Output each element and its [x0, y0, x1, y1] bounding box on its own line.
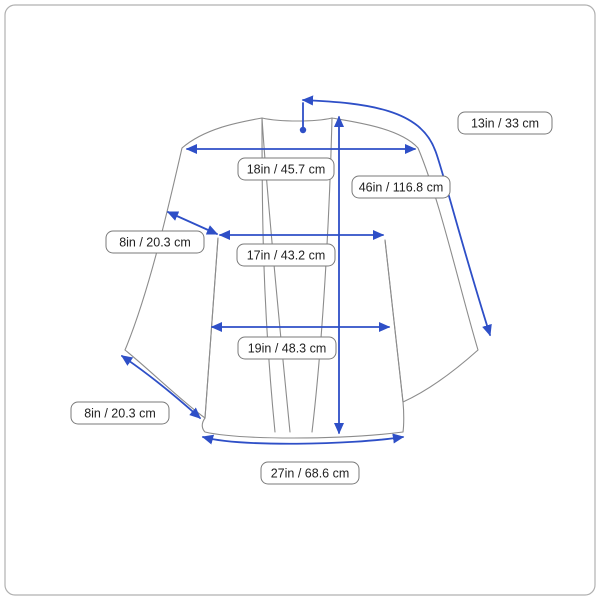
label-hip: 19in / 48.3 cm — [237, 336, 337, 360]
label-bust: 18in / 45.7 cm — [237, 157, 335, 181]
label-sleeve-top: 13in / 33 cm — [457, 111, 553, 135]
measurement-arrows — [120, 95, 492, 445]
outer-border — [4, 4, 596, 596]
label-length: 46in / 116.8 cm — [351, 175, 451, 199]
label-pill — [236, 243, 336, 267]
label-text: 18in / 45.7 cm — [247, 163, 326, 177]
label-text: 8in / 20.3 cm — [84, 407, 156, 421]
sleeve-hem-arrow — [120, 355, 201, 419]
label-pill — [70, 401, 170, 425]
label-sleeve-opening: 8in / 20.3 cm — [105, 230, 205, 254]
label-hem: 27in / 68.6 cm — [260, 461, 360, 485]
hem-arrow — [201, 433, 405, 445]
label-text: 27in / 68.6 cm — [271, 467, 350, 481]
neck-point-dot — [299, 126, 307, 134]
label-text: 8in / 20.3 cm — [119, 236, 191, 250]
label-pill — [237, 336, 337, 360]
label-pill — [351, 175, 451, 199]
label-pill — [457, 111, 553, 135]
label-pill — [260, 461, 360, 485]
label-pill — [105, 230, 205, 254]
label-sleeve-hem: 8in / 20.3 cm — [70, 401, 170, 425]
label-waist: 17in / 43.2 cm — [236, 243, 336, 267]
sleeve-opening-arrow — [166, 211, 219, 235]
label-text: 19in / 48.3 cm — [248, 342, 327, 356]
label-pill — [237, 157, 335, 181]
label-text: 17in / 43.2 cm — [247, 249, 326, 263]
label-text: 46in / 116.8 cm — [359, 181, 444, 195]
sleeve-top-arrow — [301, 95, 492, 337]
label-text: 13in / 33 cm — [471, 117, 539, 131]
